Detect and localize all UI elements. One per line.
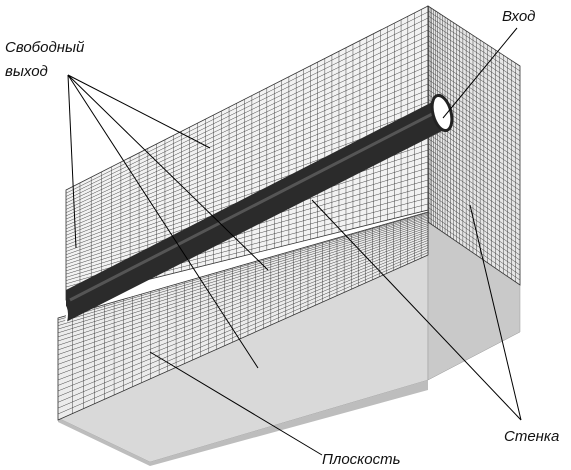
label-inlet: Вход	[502, 8, 535, 25]
mesh-line	[427, 211, 521, 276]
mesh-line	[57, 225, 429, 351]
mesh-line	[427, 79, 521, 141]
pipe-highlight	[69, 108, 441, 302]
mesh-line	[427, 187, 521, 251]
mesh-line	[427, 153, 521, 216]
pipe-inlet	[430, 93, 454, 133]
mesh-line	[427, 128, 521, 191]
mesh-line	[427, 10, 521, 72]
mesh-line	[427, 162, 521, 226]
mesh-line	[57, 219, 429, 338]
mesh-line	[427, 157, 521, 221]
mesh-line	[57, 223, 429, 346]
mesh-line	[427, 84, 521, 146]
mesh-line	[427, 172, 521, 236]
mesh-line	[427, 133, 521, 196]
mesh-line	[65, 17, 429, 197]
mesh-line	[427, 138, 521, 201]
mesh-line	[65, 107, 429, 246]
mesh-line	[65, 41, 429, 210]
mesh-line	[65, 83, 429, 233]
mesh-line	[57, 249, 429, 409]
mesh-line	[427, 177, 521, 241]
mesh-line	[57, 218, 429, 334]
mesh-line	[57, 247, 429, 403]
mesh-line	[65, 89, 429, 236]
mesh-line	[57, 235, 429, 375]
pipe	[57, 93, 454, 323]
mesh-line	[427, 202, 521, 266]
mesh-line	[57, 216, 429, 330]
leader-free-exit-3	[67, 74, 269, 271]
mesh-line	[57, 227, 429, 355]
mesh-line	[57, 240, 429, 386]
mesh-line	[57, 229, 429, 360]
mesh-line	[57, 233, 429, 370]
mesh-line	[427, 15, 521, 77]
end-wall-mesh	[427, 5, 521, 286]
mesh-line	[65, 65, 429, 223]
label-free-exit-line1: Свободный	[5, 39, 85, 56]
mesh-line	[57, 244, 429, 397]
mesh-line	[427, 143, 521, 206]
mesh-line	[427, 69, 521, 131]
mesh-line	[427, 20, 521, 82]
mesh-line	[427, 148, 521, 211]
leader-free-exit-2	[67, 74, 211, 149]
mesh-line	[65, 101, 429, 242]
mesh-line	[427, 59, 521, 121]
mesh-line	[57, 242, 429, 392]
front-wall-grid	[57, 212, 429, 415]
leader-free-exit-4	[67, 74, 259, 369]
mesh-line	[57, 215, 429, 326]
label-free-exit-line2: выход	[5, 63, 48, 80]
mesh-line	[427, 30, 521, 92]
end-wall-grid	[427, 6, 521, 283]
mesh-line	[57, 231, 429, 365]
mesh-line	[65, 53, 429, 217]
mesh-line	[427, 123, 521, 186]
mesh-line	[427, 74, 521, 136]
mesh-line	[57, 212, 429, 321]
leader-wall-1	[311, 199, 522, 421]
mesh-line	[65, 71, 429, 226]
mesh-line	[427, 182, 521, 246]
mesh-line	[57, 221, 429, 342]
mesh-line	[427, 167, 521, 231]
mesh-line	[65, 77, 429, 230]
front-wall-mesh	[57, 211, 429, 421]
mesh-line	[65, 47, 429, 213]
mesh-line	[65, 11, 429, 194]
mesh-line	[427, 197, 521, 261]
mesh-line	[65, 59, 429, 220]
mesh-line	[427, 207, 521, 271]
leader-inlet	[442, 27, 518, 119]
mesh-line	[57, 252, 429, 415]
leader-lines	[67, 27, 522, 456]
leader-plane	[149, 351, 323, 456]
mesh-line	[427, 35, 521, 97]
leader-free-exit-1	[67, 74, 77, 249]
mesh-line	[65, 29, 429, 204]
mesh-line	[427, 54, 521, 116]
mesh-line	[427, 45, 521, 107]
mesh-line	[427, 216, 521, 281]
mesh-line	[427, 40, 521, 102]
mesh-line	[427, 25, 521, 87]
leader-wall-2	[469, 204, 522, 421]
mesh-line	[57, 237, 429, 381]
mesh-line	[427, 64, 521, 126]
pipe-exit-cut	[57, 299, 68, 323]
mesh-line	[65, 95, 429, 239]
mesh-line	[65, 35, 429, 207]
label-plane: Плоскость	[322, 451, 401, 468]
mesh-line	[65, 23, 429, 200]
label-wall: Стенка	[504, 428, 559, 445]
mesh-line	[57, 213, 429, 323]
